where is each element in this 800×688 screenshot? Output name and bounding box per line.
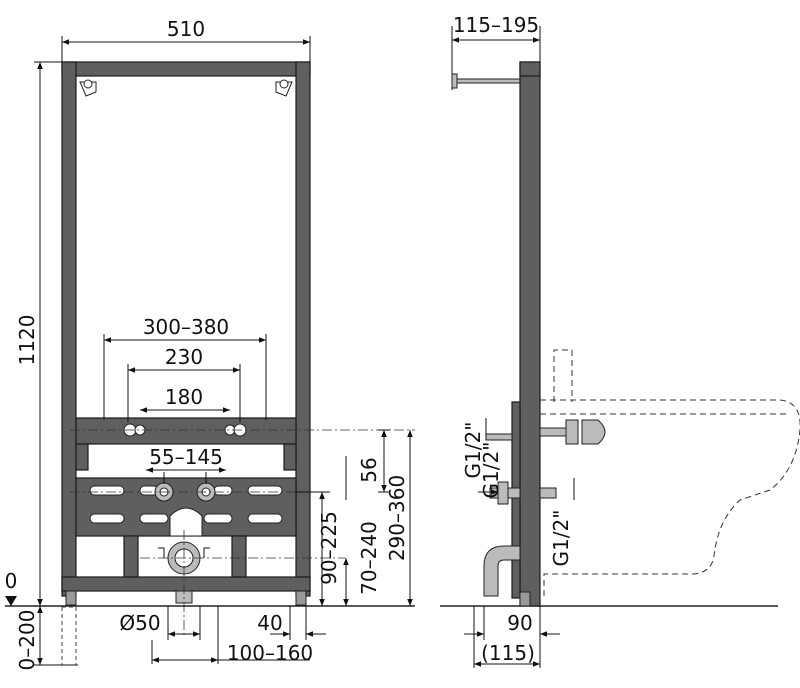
side-inlet-valve-icon <box>581 419 606 445</box>
frame-side-front <box>511 401 521 599</box>
inlet-crossbar <box>75 417 297 445</box>
dim-inlet-spacing-3: 180 <box>165 385 203 409</box>
side-tap-nut <box>497 481 509 505</box>
side-tap-out <box>539 487 557 499</box>
front-view: 510 1120 300–380 230 180 55–145 90–225 7… <box>5 17 778 670</box>
side-view: 115–195 G1/2" G1/2" G1/2" <box>451 13 800 668</box>
slot-1 <box>89 485 125 496</box>
thread-label-top: G1/2" <box>461 422 485 479</box>
foot-right <box>295 590 307 606</box>
frame-top-rail <box>61 61 311 77</box>
dim-drain-diameter: Ø50 <box>119 611 160 635</box>
dim-height-90-225: 90–225 <box>317 511 341 585</box>
dim-inlet-spacing-2: 230 <box>165 345 203 369</box>
dim-floor-zero: 0 <box>5 569 18 593</box>
plate-cutout <box>169 507 203 537</box>
foot-left <box>65 590 77 606</box>
slot-3 <box>89 513 125 524</box>
dim-height-total: 1120 <box>15 315 39 366</box>
frame-left-post <box>61 61 77 597</box>
dim-drain-offset: 100–160 <box>227 641 313 665</box>
drain-clip-left <box>158 547 165 558</box>
drain-clip-right <box>203 547 210 558</box>
dim-tap-spacing: 55–145 <box>149 445 223 469</box>
dim-height-290-360: 290–360 <box>385 475 409 561</box>
thread-label-side-right: G1/2" <box>549 510 573 567</box>
slot-5 <box>203 513 233 524</box>
dim-height-70-240: 70–240 <box>357 521 381 595</box>
frame-side-post <box>519 61 541 607</box>
slot-6 <box>247 513 283 524</box>
side-drain-foot <box>519 591 531 607</box>
thread-label-side-left: G1/2" <box>479 442 503 499</box>
hook-left-icon <box>83 79 93 89</box>
dim-depth-range: 115–195 <box>453 13 539 37</box>
side-bracket-left <box>75 443 89 471</box>
bidet-outline <box>540 399 800 598</box>
dim-tap-offset-56: 56 <box>357 457 381 482</box>
frame-bottom-rail <box>61 576 311 592</box>
hook-right-icon <box>279 79 289 89</box>
slot-8 <box>213 485 233 496</box>
floor-zero-marker-icon <box>5 596 17 606</box>
wall-arm-plate <box>451 73 458 89</box>
dim-side-depth-115: (115) <box>481 641 535 665</box>
dim-side-depth-90: 90 <box>507 611 532 635</box>
dim-width-total: 510 <box>167 17 205 41</box>
side-inlet-pipe <box>485 433 513 441</box>
dim-inlet-spacing-1: 300–380 <box>143 315 229 339</box>
wall-arm <box>455 78 521 84</box>
frame-side-top <box>519 61 541 77</box>
side-inlet-nut <box>565 419 579 445</box>
slot-2 <box>247 485 283 496</box>
dim-drain-width-40: 40 <box>257 611 282 635</box>
frame-right-post <box>295 61 311 597</box>
dim-floor-adjust: 0–200 <box>15 610 39 671</box>
side-bracket-right <box>283 443 297 471</box>
slot-4 <box>139 513 169 524</box>
support-left <box>123 535 139 578</box>
foot-ext-left <box>61 606 77 666</box>
bidet-tank-outline <box>553 349 573 402</box>
side-drain-bend <box>483 545 521 597</box>
support-right <box>231 535 247 578</box>
